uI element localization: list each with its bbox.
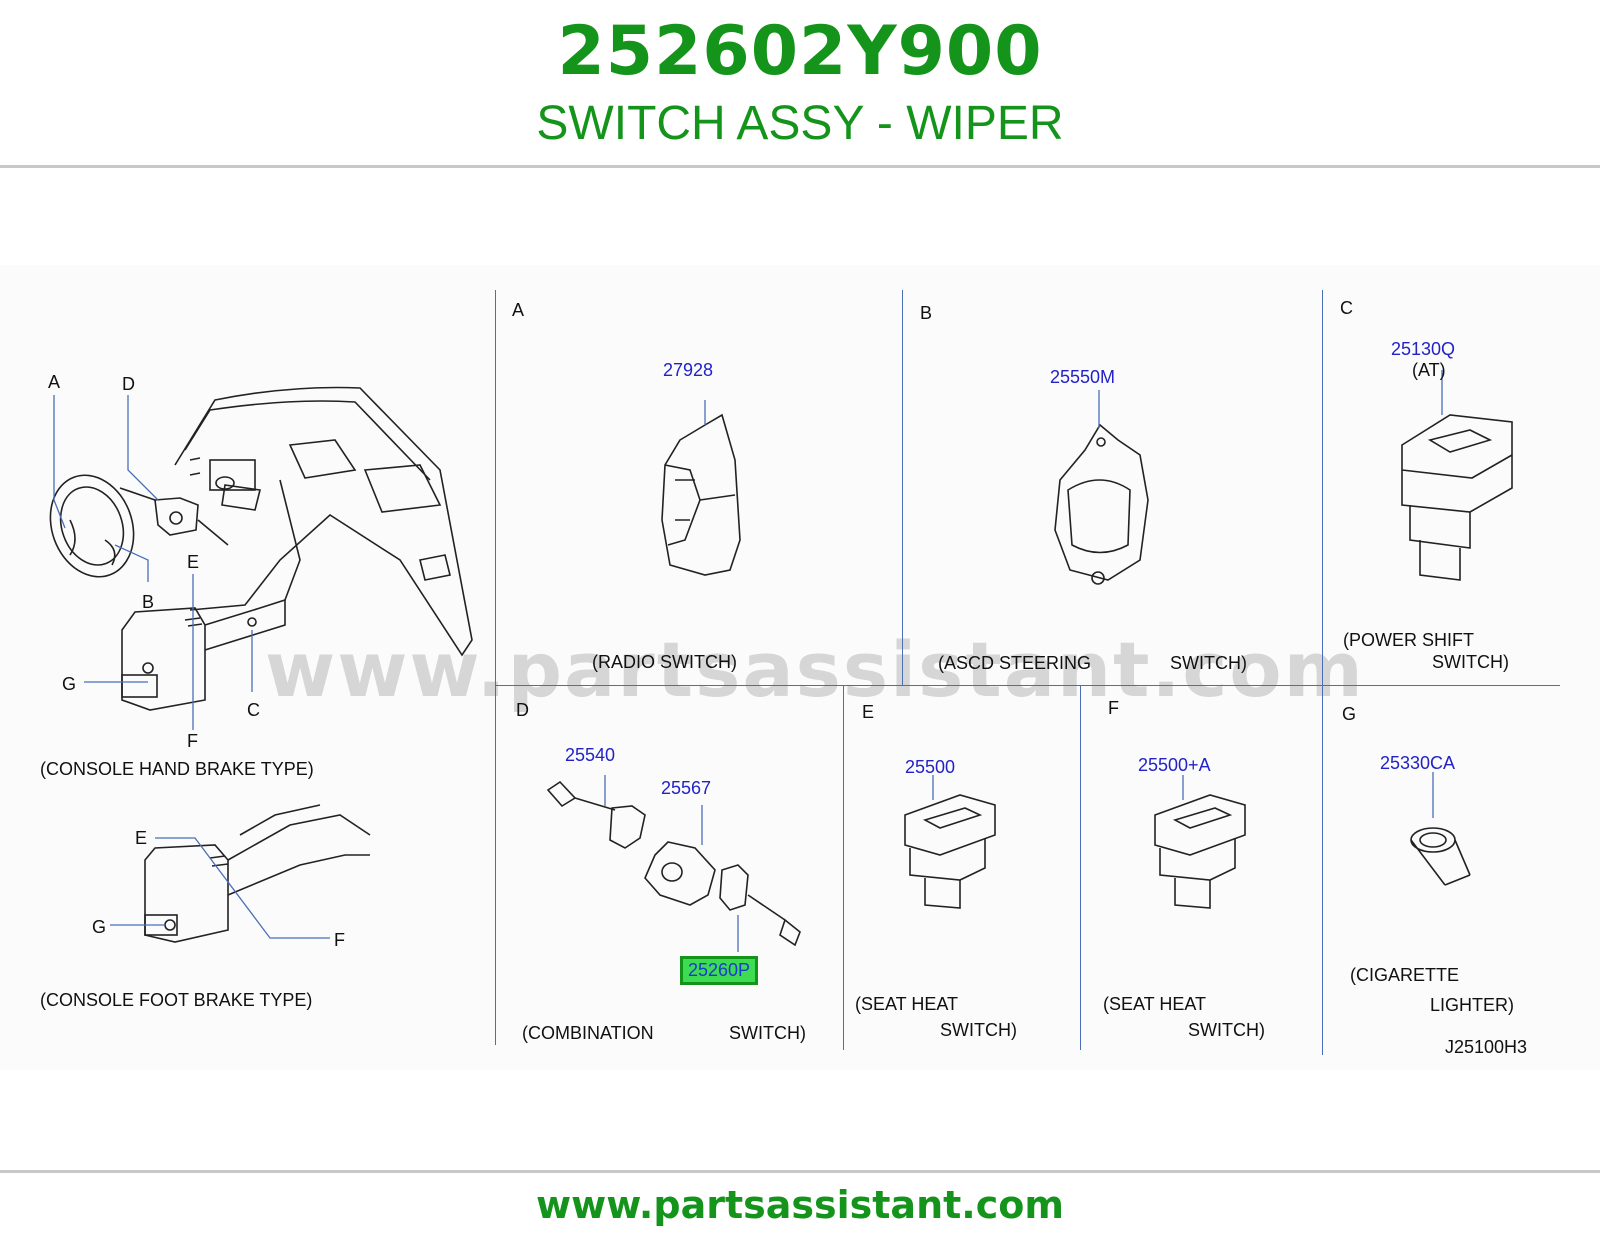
section-f-caption-2: SWITCH) bbox=[1188, 1020, 1265, 1040]
seat-heat-switch-e-drawing bbox=[904, 775, 996, 909]
section-g-caption-2: LIGHTER) bbox=[1430, 995, 1515, 1015]
part-25540[interactable]: 25540 bbox=[565, 745, 616, 765]
section-c-caption-2: SWITCH) bbox=[1432, 652, 1509, 672]
divider-v5 bbox=[1080, 685, 1081, 1050]
part-25500-a[interactable]: 25500+A bbox=[1138, 755, 1211, 775]
cigarette-lighter-drawing bbox=[1410, 772, 1471, 886]
section-c-letter: C bbox=[1340, 298, 1353, 318]
section-f-caption-1: (SEAT HEAT bbox=[1103, 994, 1207, 1014]
section-e-caption-2: SWITCH) bbox=[940, 1020, 1017, 1040]
part-25567[interactable]: 25567 bbox=[661, 778, 712, 798]
divider-v1 bbox=[495, 290, 496, 1045]
section-a-caption: (RADIO SWITCH) bbox=[592, 652, 737, 672]
section-b-caption-2: SWITCH) bbox=[1170, 653, 1247, 673]
part-name-subtitle: SWITCH ASSY - WIPER bbox=[536, 97, 1064, 150]
footer-url[interactable]: www.partsassistant.com bbox=[536, 1183, 1064, 1227]
caption-hand-brake: (CONSOLE HAND BRAKE TYPE) bbox=[40, 759, 314, 779]
caption-foot-brake: (CONSOLE FOOT BRAKE TYPE) bbox=[40, 990, 313, 1010]
ascd-switch-drawing bbox=[1054, 390, 1149, 585]
part-25330ca[interactable]: 25330CA bbox=[1380, 753, 1456, 773]
label-e: E bbox=[187, 552, 200, 572]
section-g-letter: G bbox=[1342, 704, 1357, 724]
label-g: G bbox=[62, 674, 77, 694]
header-divider bbox=[0, 165, 1600, 168]
divider-h1 bbox=[495, 685, 1560, 686]
label-f: F bbox=[187, 731, 198, 751]
section-d-letter: D bbox=[516, 700, 529, 720]
footer-divider bbox=[0, 1170, 1600, 1173]
part-27928[interactable]: 27928 bbox=[663, 360, 714, 380]
section-d-caption-2: SWITCH) bbox=[729, 1023, 806, 1043]
part-number-title: 252602Y900 bbox=[557, 12, 1043, 91]
part-25500[interactable]: 25500 bbox=[905, 757, 956, 777]
label-e-foot: E bbox=[135, 828, 148, 848]
section-d-caption-1: (COMBINATION bbox=[522, 1023, 654, 1043]
label-f-foot: F bbox=[334, 930, 345, 950]
label-a: A bbox=[48, 372, 61, 392]
diagram-panel bbox=[0, 265, 1600, 1070]
divider-v2 bbox=[902, 290, 903, 685]
label-g-foot: G bbox=[92, 917, 107, 937]
power-shift-switch-drawing bbox=[1401, 370, 1513, 581]
console-drawing bbox=[121, 598, 286, 711]
label-b: B bbox=[142, 592, 155, 612]
part-25130q[interactable]: 25130Q bbox=[1391, 339, 1456, 359]
divider-v3 bbox=[1322, 290, 1323, 1055]
combination-switch-drawing bbox=[546, 775, 801, 952]
label-c: C bbox=[247, 700, 260, 720]
divider-v4 bbox=[843, 685, 844, 1050]
part-25550m[interactable]: 25550M bbox=[1050, 367, 1116, 387]
section-e-letter: E bbox=[862, 702, 875, 722]
part-25260p-highlighted[interactable]: 25260P bbox=[680, 956, 759, 985]
section-c-caption-1: (POWER SHIFT bbox=[1343, 630, 1474, 650]
watermark: www.partsassistant.com bbox=[265, 625, 1365, 714]
section-b-caption-1: (ASCD STEERING bbox=[938, 653, 1092, 673]
column-switch-drawing bbox=[119, 487, 229, 546]
steering-wheel-drawing bbox=[49, 474, 135, 578]
section-e-caption-1: (SEAT HEAT bbox=[855, 994, 959, 1014]
seat-heat-switch-f-drawing bbox=[1154, 775, 1246, 909]
section-b-letter: B bbox=[920, 303, 933, 323]
section-f-letter: F bbox=[1108, 698, 1119, 718]
dashboard-drawing bbox=[174, 386, 473, 657]
section-g-caption-1: (CIGARETTE bbox=[1350, 965, 1460, 985]
section-c-sub: (AT) bbox=[1412, 360, 1446, 380]
section-a-letter: A bbox=[512, 300, 525, 320]
diagram-code: J25100H3 bbox=[1445, 1037, 1528, 1057]
radio-switch-drawing bbox=[661, 400, 741, 576]
label-d: D bbox=[122, 374, 135, 394]
foot-console-drawing bbox=[144, 804, 371, 943]
